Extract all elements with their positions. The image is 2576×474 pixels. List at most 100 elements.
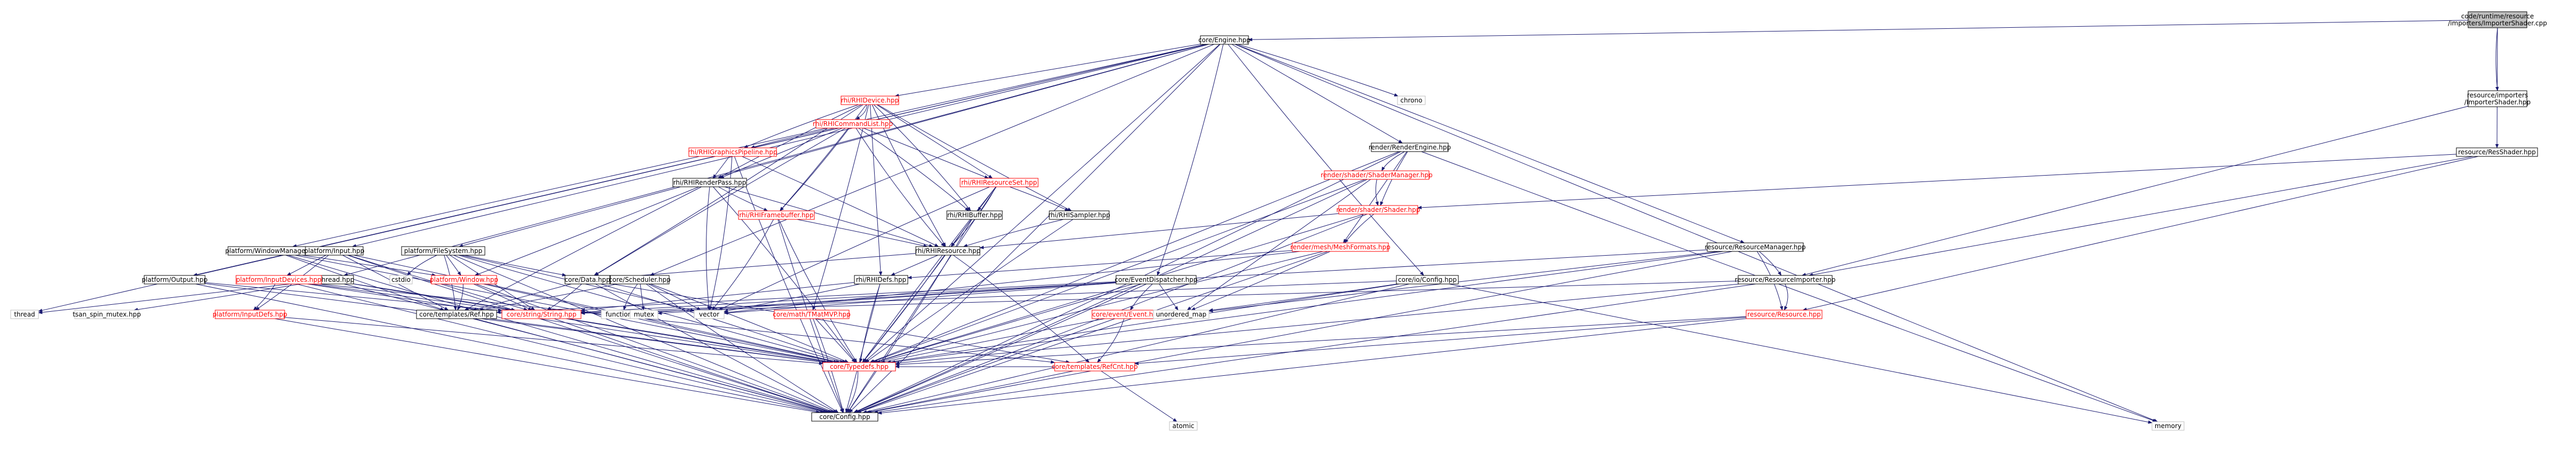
node-label: unordered_map [1156, 311, 1207, 318]
node-label: rhi/RHIDefs.hpp [856, 276, 906, 283]
edge-inputdefs-to-typedefs [284, 317, 823, 365]
node-window[interactable]: platform/Window.hpp [430, 275, 498, 285]
node-ref[interactable]: core/templates/Ref.hpp [416, 310, 497, 319]
node-label: rhi/RHIResourceSet.hpp [961, 179, 1037, 186]
node-tsm[interactable]: tsan_spin_mutex.hpp [73, 310, 141, 319]
node-config[interactable]: core/Config.hpp [811, 412, 878, 422]
node-typedefs[interactable]: core/Typedefs.hpp [822, 362, 896, 372]
edge-scheduler-to-vector [648, 283, 701, 311]
node-thread_std[interactable]: thread [10, 310, 39, 319]
node-pinput[interactable]: platform/Input.hpp [304, 246, 365, 256]
node-shadermanager[interactable]: render/shader/ShaderManager.hpp [1321, 170, 1433, 180]
node-rhidefs[interactable]: rhi/RHIDefs.hpp [854, 275, 908, 285]
node-memory[interactable]: memory [2151, 421, 2185, 431]
node-shader[interactable]: render/shader/Shader.hpp [1337, 205, 1420, 215]
edge-string-to-config [554, 318, 833, 413]
edge-rhirenderpass-to-rhiresource [724, 186, 933, 248]
edge-ioconfig-to-typedefs [886, 283, 1400, 364]
edge-rhidevice-to-rhidefs [870, 104, 883, 276]
edge-rhirenderpass-to-window [474, 186, 699, 276]
edge-resimporter-to-resresource [1784, 283, 1788, 311]
node-ioconfig[interactable]: core/io/Config.hpp [1396, 275, 1459, 285]
node-unordered_map[interactable]: unordered_map [1153, 310, 1210, 319]
node-box [564, 275, 610, 285]
edge-engine-to-rhidevice [894, 44, 1201, 97]
node-inputdefs[interactable]: platform/InputDefs.hpp [213, 310, 287, 319]
node-label: core/EventDispatcher.hpp [1115, 276, 1198, 283]
edge-ioconfig-to-string [580, 280, 1397, 315]
node-label: /importers/ImporterShader.cpp [2448, 20, 2547, 27]
node-meshformats[interactable]: render/mesh/MeshFormats.hpp [1290, 242, 1391, 252]
node-box [1397, 96, 1426, 105]
node-rhisampler[interactable]: rhi/RHISampler.hpp [1048, 210, 1110, 220]
node-scheduler[interactable]: core/Scheduler.hpp [609, 275, 671, 285]
edge-resimporter-to-config [874, 283, 1756, 414]
node-renderengine[interactable]: render/RenderEngine.hpp [1369, 143, 1451, 152]
edge-poutput-to-typedefs [205, 283, 826, 364]
node-string[interactable]: core/string/String.hpp [501, 310, 582, 319]
node-data[interactable]: core/Data.hpp [564, 275, 610, 285]
node-resshader[interactable]: resource/ResShader.hpp [2456, 147, 2538, 157]
node-label: core/Config.hpp [819, 413, 870, 421]
node-box [946, 210, 1003, 220]
node-box [1746, 310, 1823, 319]
node-box [144, 275, 206, 285]
node-box [1324, 170, 1430, 180]
node-box [2468, 90, 2527, 107]
node-box [811, 412, 878, 422]
node-resmanager[interactable]: resource/ResourceManager.hpp [1705, 242, 1806, 252]
edge-rhisampler-to-rhiresource [963, 219, 1064, 247]
edge-ref-to-config [473, 318, 829, 414]
node-label: cstdio [391, 276, 411, 283]
node-rhiframebuffer[interactable]: rhi/RHIFramebuffer.hpp [738, 210, 815, 220]
node-resimpshader[interactable]: resource/importers/ImporterShader.hpp [2464, 90, 2531, 107]
node-eventdispatcher[interactable]: core/EventDispatcher.hpp [1115, 275, 1198, 285]
node-filesystem[interactable]: platform/FileSystem.hpp [401, 246, 485, 256]
node-resimporter[interactable]: resource/ResourceImporter.hpp [1735, 275, 1836, 285]
node-rhicmdlist[interactable]: rhi/RHICommandList.hpp [813, 119, 893, 129]
node-box [815, 119, 890, 129]
edge-shader-to-meshformats [1344, 214, 1375, 243]
node-cstdio[interactable]: cstdio [389, 275, 413, 285]
node-event[interactable]: core/event/Event.hpp [1091, 310, 1162, 319]
node-rhirenderpass[interactable]: rhi/RHIRenderPass.hpp [672, 178, 747, 187]
edge-rhiresset-to-vector [718, 186, 990, 311]
node-poutput[interactable]: platform/Output.hpp [142, 275, 208, 285]
node-mutex[interactable]: mutex [630, 310, 658, 319]
node-label: core/Typedefs.hpp [830, 363, 889, 370]
edge-rhigfxpipe-to-rhiresource [742, 156, 939, 247]
node-resresource[interactable]: resource/Resource.hpp [1746, 310, 1823, 319]
node-box [1371, 143, 1449, 152]
node-winmanager[interactable]: platform/WindowManager.hpp [225, 246, 322, 256]
edge-rhicmdlist-to-rhibuffer [858, 128, 969, 211]
node-rhiresource[interactable]: rhi/RHIResource.hpp [915, 246, 980, 256]
node-importer_cpp[interactable]: code/runtime/resource/importers/Importer… [2448, 11, 2547, 28]
node-rhiresset[interactable]: rhi/RHIResourceSet.hpp [960, 178, 1039, 187]
node-label: functional [606, 311, 638, 318]
node-box [960, 178, 1039, 187]
node-label: code/runtime/resource [2461, 13, 2534, 20]
edge-rhiresource-to-rhidefs [890, 255, 938, 276]
node-atomic[interactable]: atomic [1169, 421, 1198, 431]
node-engine[interactable]: core/Engine.hpp [1198, 35, 1251, 45]
node-inputdevices[interactable]: platform/InputDevices.hpp [235, 275, 322, 285]
node-rhibuffer[interactable]: rhi/RHIBuffer.hpp [946, 210, 1003, 220]
node-chrono[interactable]: chrono [1397, 96, 1426, 105]
node-vector[interactable]: vector [694, 310, 725, 319]
edge-engine-to-typedefs [863, 44, 1220, 363]
node-box [1169, 421, 1198, 431]
node-label: rhi/RHICommandList.hpp [813, 120, 893, 128]
node-tmatmvp[interactable]: core/math/TMatMVP.hpp [773, 310, 851, 319]
edge-resresource-to-config [877, 318, 1747, 415]
edge-rhiresset-to-typedefs [862, 186, 996, 363]
edge-rhigfxpipe-to-config [734, 156, 844, 413]
node-rhigfxpipe[interactable]: rhi/RHIGraphicsPipeline.hpp [688, 147, 777, 157]
node-label: mutex [634, 311, 654, 318]
node-refcnt[interactable]: core/templates/RefCnt.hpp [1051, 362, 1138, 372]
edge-resmanager-to-unordered_map [1208, 251, 1719, 313]
edge-eventdispatcher-to-vector [724, 282, 1117, 315]
node-rhidevice[interactable]: rhi/RHIDevice.hpp [841, 96, 899, 105]
edge-ioconfig-to-memory [1449, 283, 2153, 424]
edge-string-to-typedefs [567, 318, 834, 364]
